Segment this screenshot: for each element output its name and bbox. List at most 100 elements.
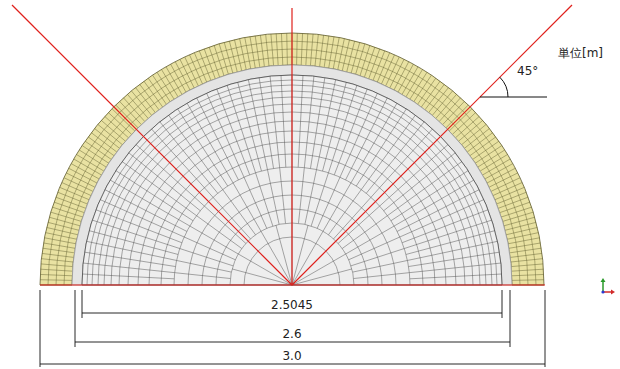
ground-mesh-line	[184, 237, 235, 260]
ground-mesh-line	[338, 206, 380, 243]
ground-mesh-line	[232, 269, 292, 285]
ground-mesh-line	[213, 197, 250, 239]
dimension-lines	[40, 290, 545, 367]
ground-mesh-line	[227, 85, 255, 172]
dimension-value: 3.0	[280, 349, 303, 363]
vertical-line	[291, 8, 292, 285]
axis-origin	[601, 290, 604, 293]
angle-arc	[500, 77, 508, 97]
ground-mesh-line	[328, 85, 356, 172]
ground-mesh-line	[305, 170, 317, 225]
ground-mesh-line	[276, 225, 292, 285]
ground-mesh-line	[371, 129, 433, 197]
ground-mesh-line	[407, 241, 497, 260]
ground-mesh-line	[356, 109, 406, 186]
ground-mesh-line	[342, 216, 387, 249]
ground-mesh-line	[298, 75, 303, 167]
section-lines	[12, 5, 572, 285]
ground-mesh-line	[317, 177, 340, 228]
ground-mesh-line	[151, 129, 213, 197]
ground-mesh-line	[100, 200, 184, 237]
ground-mesh-line	[323, 183, 351, 231]
ground-mesh-line	[317, 80, 336, 170]
ground-mesh-line	[281, 75, 286, 167]
ground-mesh-line	[177, 260, 232, 272]
extension-line	[82, 290, 83, 318]
reference-line	[480, 97, 547, 98]
ground-mesh-line	[190, 226, 238, 254]
ground-mesh-line	[346, 98, 388, 180]
ground-mesh-line	[187, 103, 233, 183]
diagonal-line	[292, 5, 572, 285]
ground-mesh-line	[89, 231, 178, 255]
ground-mesh-line	[180, 249, 233, 266]
ground-mesh-line	[387, 162, 461, 216]
ground-mesh-line	[292, 269, 352, 285]
ground-mesh-line	[136, 144, 204, 206]
unit-note: 単位[m]	[558, 46, 603, 60]
ground-mesh-line	[400, 200, 484, 237]
ground-mesh-line	[267, 170, 279, 225]
ground-mesh-line	[122, 162, 196, 216]
ground-mesh-line	[110, 180, 190, 226]
ground-mesh-line	[83, 263, 174, 273]
axis-arrowhead	[601, 278, 606, 282]
ground-mesh-line	[402, 210, 488, 243]
ground-mesh-line	[353, 260, 408, 272]
ground-mesh-line	[105, 190, 187, 232]
ground-mesh-line	[207, 93, 244, 177]
angle-annotation	[480, 77, 547, 97]
ground-mesh-line	[82, 274, 174, 279]
ground-mesh-line	[311, 173, 328, 226]
ground-mesh-line	[349, 237, 400, 260]
ground-mesh-line	[87, 241, 177, 260]
ground-mesh-line	[256, 173, 273, 226]
ground-mesh-line	[248, 80, 267, 170]
ground-mesh-line	[361, 115, 415, 189]
ground-mesh-line	[328, 190, 361, 235]
ground-mesh-line	[394, 180, 474, 226]
ground-mesh-line	[334, 89, 367, 175]
dimension-value: 2.5045	[269, 298, 315, 312]
ground-mesh-line	[351, 103, 397, 183]
extension-line	[502, 290, 503, 318]
ground-mesh-line	[175, 273, 231, 279]
ground-mesh-line	[298, 168, 304, 224]
extension-line	[510, 290, 511, 347]
ground-mesh-line	[244, 177, 267, 228]
axis-triad	[601, 278, 616, 295]
angle-value: 45°	[517, 64, 538, 78]
ground-mesh-line	[410, 274, 502, 279]
dimension-line	[75, 342, 510, 343]
ground-mesh-line	[404, 220, 491, 248]
extension-line	[545, 290, 546, 367]
extension-line	[40, 290, 41, 367]
ground-mesh-line	[92, 220, 179, 248]
ground-mesh-line	[197, 98, 239, 180]
axis-arrowhead	[611, 290, 615, 295]
ground-mesh-line	[323, 82, 347, 171]
dimension-value: 2.6	[280, 327, 303, 341]
ground-mesh-line	[397, 190, 479, 232]
ground-mesh-line	[217, 89, 250, 175]
ground-mesh-line	[223, 190, 256, 235]
ground-mesh-line	[197, 216, 242, 249]
ground-mesh-line	[380, 144, 448, 206]
ground-mesh-line	[409, 252, 500, 266]
ground-mesh-line	[351, 249, 404, 266]
ground-mesh-line	[116, 171, 193, 221]
diagonal-line	[12, 5, 292, 285]
ground-mesh-line	[96, 210, 182, 243]
dimension-line	[40, 364, 545, 365]
dimension-line	[82, 313, 502, 314]
ground-mesh-line	[406, 231, 495, 255]
ground-mesh-line	[340, 93, 377, 177]
ground-mesh-line	[169, 115, 223, 189]
ground-mesh-line	[304, 76, 314, 167]
ground-mesh-line	[238, 82, 262, 171]
ground-mesh-line	[292, 225, 308, 285]
ground-mesh-line	[280, 168, 286, 224]
extension-line	[75, 290, 76, 347]
ground-mesh-line	[354, 273, 410, 279]
